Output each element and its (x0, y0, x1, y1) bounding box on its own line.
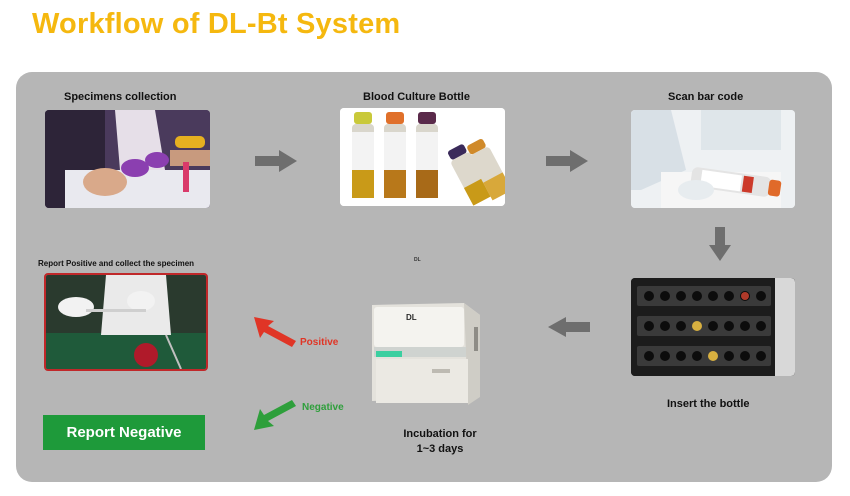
scan-bar-code-photo (631, 110, 795, 208)
step-label-scan: Scan bar code (668, 91, 744, 103)
negative-arrow-icon (254, 400, 296, 430)
arrow-right-icon (546, 150, 588, 172)
negative-branch-label: Negative (302, 402, 344, 413)
arrow-right-icon (255, 150, 297, 172)
positive-branch-label: Positive (300, 337, 339, 348)
blood-culture-bottle-photo (340, 108, 505, 206)
arrow-down-icon (709, 227, 731, 261)
step-label-report-positive: Report Positive and collect the specimen (38, 259, 195, 268)
step-label-bottle: Blood Culture Bottle (363, 91, 470, 103)
insert-bottle-photo (631, 278, 795, 376)
incubation-line-1: Incubation for (403, 428, 477, 440)
report-positive-photo (44, 273, 208, 371)
specimen-collection-photo (45, 110, 210, 208)
positive-arrow-icon (254, 317, 296, 347)
step-label-incubation: Incubation for 1~3 days (395, 427, 485, 457)
arrow-left-icon (548, 317, 590, 337)
report-negative-box: Report Negative (43, 415, 205, 450)
instrument-logo-text: DL (406, 313, 417, 322)
page-title: Workflow of DL-Bt System (32, 8, 401, 40)
incubation-line-2: 1~3 days (416, 443, 464, 455)
step-label-collection: Specimens collection (64, 91, 177, 103)
step-label-insert: Insert the bottle (667, 398, 750, 410)
small-logo-text: DL (414, 257, 421, 263)
instrument-photo (362, 297, 488, 415)
